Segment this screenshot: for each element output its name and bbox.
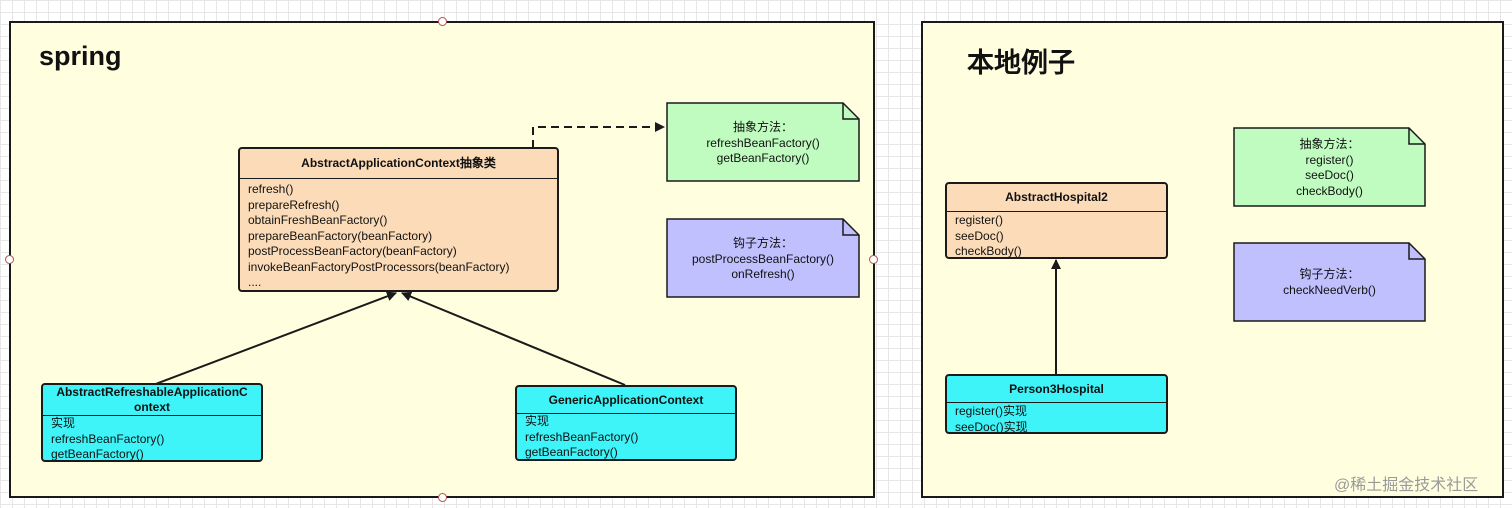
local-hook-methods-note-shape	[1233, 242, 1426, 322]
local-hook-methods-note[interactable]: 钩子方法： checkNeedVerb()	[1234, 243, 1425, 321]
resize-handle-top[interactable]	[438, 17, 447, 26]
abstract-methods-note-fold	[842, 103, 859, 120]
local-example-panel-title: 本地例子	[967, 48, 1075, 78]
note-line: 抽象方法：	[1299, 137, 1360, 151]
method-item: ....	[248, 275, 262, 289]
method-item: seeDoc()实现	[955, 419, 1028, 434]
hook-methods-note-shape	[666, 218, 860, 298]
method-item: 实现	[51, 416, 76, 430]
method-item: refreshBeanFactory()	[51, 431, 165, 446]
class-header: AbstractHospital2	[947, 184, 1166, 212]
watermark: @稀土掘金技术社区	[1334, 477, 1479, 494]
class-header: GenericApplicationContext	[517, 387, 735, 414]
method-item: seeDoc()	[955, 228, 1004, 243]
method-item: getBeanFactory()	[51, 447, 144, 461]
note-line: postProcessBeanFactory()	[691, 251, 835, 266]
method-item: postProcessBeanFactory(beanFactory)	[248, 244, 457, 258]
class-title-line-1: AbstractRefreshableApplicationC	[56, 385, 248, 399]
note-line: getBeanFactory()	[716, 151, 810, 165]
spring-panel-title: spring	[39, 41, 122, 71]
method-item: register()实现	[955, 404, 1028, 418]
generic-application-context-class[interactable]: GenericApplicationContext 实现 refreshBean…	[515, 385, 737, 461]
inheritance-arrow-generic	[401, 291, 626, 386]
abstract-refreshable-application-context-class[interactable]: AbstractRefreshableApplicationC ontext 实…	[41, 383, 263, 462]
note-line: 钩子方法：	[1299, 267, 1360, 281]
note-line: seeDoc()	[1305, 168, 1354, 182]
class-header: AbstractApplicationContext抽象类	[240, 149, 557, 179]
method-list: refresh() prepareRefresh() obtainFreshBe…	[240, 179, 557, 290]
abstract-methods-note-shape	[666, 102, 860, 182]
method-item: getBeanFactory()	[525, 445, 618, 459]
method-item: prepareBeanFactory(beanFactory)	[248, 228, 433, 243]
note-line: refreshBeanFactory()	[706, 135, 820, 150]
method-item: refreshBeanFactory()	[525, 429, 639, 444]
note-line: checkNeedVerb()	[1283, 282, 1376, 297]
local-abstract-methods-note[interactable]: 抽象方法： register() seeDoc() checkBody()	[1234, 128, 1425, 206]
abstract-methods-note[interactable]: 抽象方法： refreshBeanFactory() getBeanFactor…	[667, 103, 859, 181]
person3hospital-class[interactable]: Person3Hospital register()实现 seeDoc()实现	[945, 374, 1168, 434]
method-list: 实现 refreshBeanFactory() getBeanFactory()	[517, 414, 735, 459]
resize-handle-bottom[interactable]	[438, 493, 447, 502]
hook-methods-note[interactable]: 钩子方法： postProcessBeanFactory() onRefresh…	[667, 219, 859, 297]
local-abstract-methods-note-fold	[1408, 128, 1425, 145]
method-item: register()	[955, 213, 1004, 227]
note-line: 抽象方法：	[732, 120, 793, 134]
note-line: onRefresh()	[731, 267, 795, 281]
note-line: register()	[1305, 152, 1354, 167]
resize-handle-left[interactable]	[5, 255, 14, 264]
class-title: GenericApplicationContext	[548, 392, 704, 407]
note-line: 钩子方法：	[732, 236, 793, 250]
class-header: AbstractRefreshableApplicationC ontext	[43, 385, 261, 416]
local-abstract-methods-note-shape	[1233, 127, 1426, 207]
local-hook-methods-note-fold	[1408, 243, 1425, 260]
inheritance-arrow-refreshable	[152, 291, 397, 386]
class-header: Person3Hospital	[947, 376, 1166, 403]
class-title: AbstractHospital2	[1005, 190, 1108, 204]
method-item: 实现	[525, 414, 550, 428]
method-item: checkBody()	[955, 244, 1022, 258]
method-item: prepareRefresh()	[248, 197, 340, 212]
abstract-hospital2-class[interactable]: AbstractHospital2 register() seeDoc() ch…	[945, 182, 1168, 259]
hook-methods-note-fold	[842, 219, 859, 236]
method-item: invokeBeanFactoryPostProcessors(beanFact…	[248, 259, 510, 274]
method-list: 实现 refreshBeanFactory() getBeanFactory()	[43, 416, 261, 461]
resize-handle-right[interactable]	[869, 255, 878, 264]
class-title: Person3Hospital	[1009, 381, 1104, 396]
class-title: AbstractApplicationContext抽象类	[301, 156, 496, 170]
method-list: register()实现 seeDoc()实现	[947, 403, 1166, 434]
class-title-line-2: ontext	[134, 400, 170, 414]
method-list: register() seeDoc() checkBody()	[947, 212, 1166, 258]
note-line: checkBody()	[1296, 183, 1363, 198]
abstract-application-context-class[interactable]: AbstractApplicationContext抽象类 refresh() …	[238, 147, 559, 292]
method-item: refresh()	[248, 182, 294, 196]
method-item: obtainFreshBeanFactory()	[248, 213, 388, 227]
